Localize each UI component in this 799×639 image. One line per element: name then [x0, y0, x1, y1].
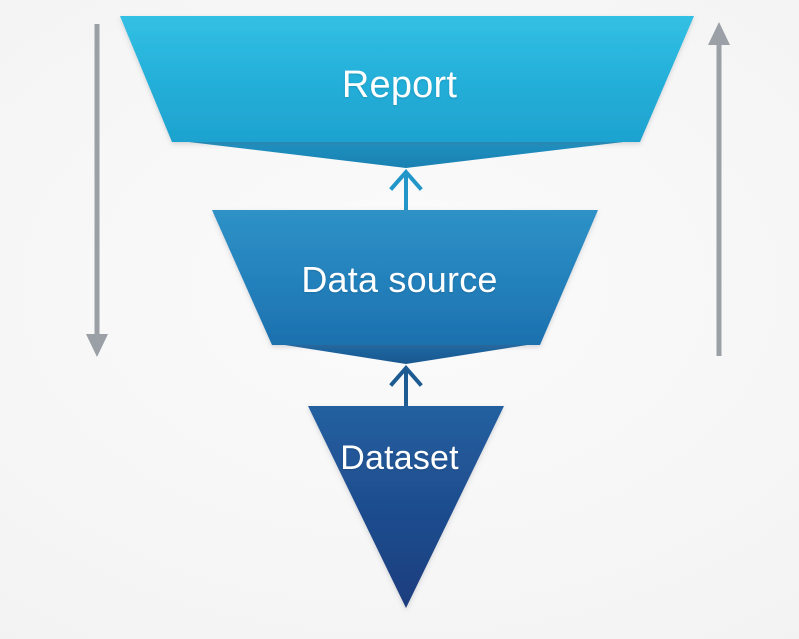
stage-data-source[interactable]	[212, 210, 598, 364]
flexibility-axis-arrowhead	[708, 22, 730, 45]
dataset-body	[308, 406, 504, 608]
connector-data-source-to-report	[389, 168, 423, 212]
axis-control	[86, 24, 108, 357]
connector-lower-arrowhead	[389, 364, 423, 387]
report-body	[120, 16, 694, 142]
control-axis-arrowhead	[86, 334, 108, 357]
connector-upper-arrowhead	[389, 168, 423, 191]
stage-dataset[interactable]	[308, 406, 504, 608]
stage-report[interactable]	[120, 16, 694, 168]
data-source-fold	[272, 343, 540, 364]
axis-label-control: Control	[0, 190, 134, 273]
axis-flexibility	[708, 22, 730, 356]
connector-dataset-to-data-source	[389, 364, 423, 406]
report-fold	[172, 140, 640, 168]
data-source-body	[212, 210, 598, 345]
axis-label-flexibility: Flexibility	[648, 97, 799, 127]
